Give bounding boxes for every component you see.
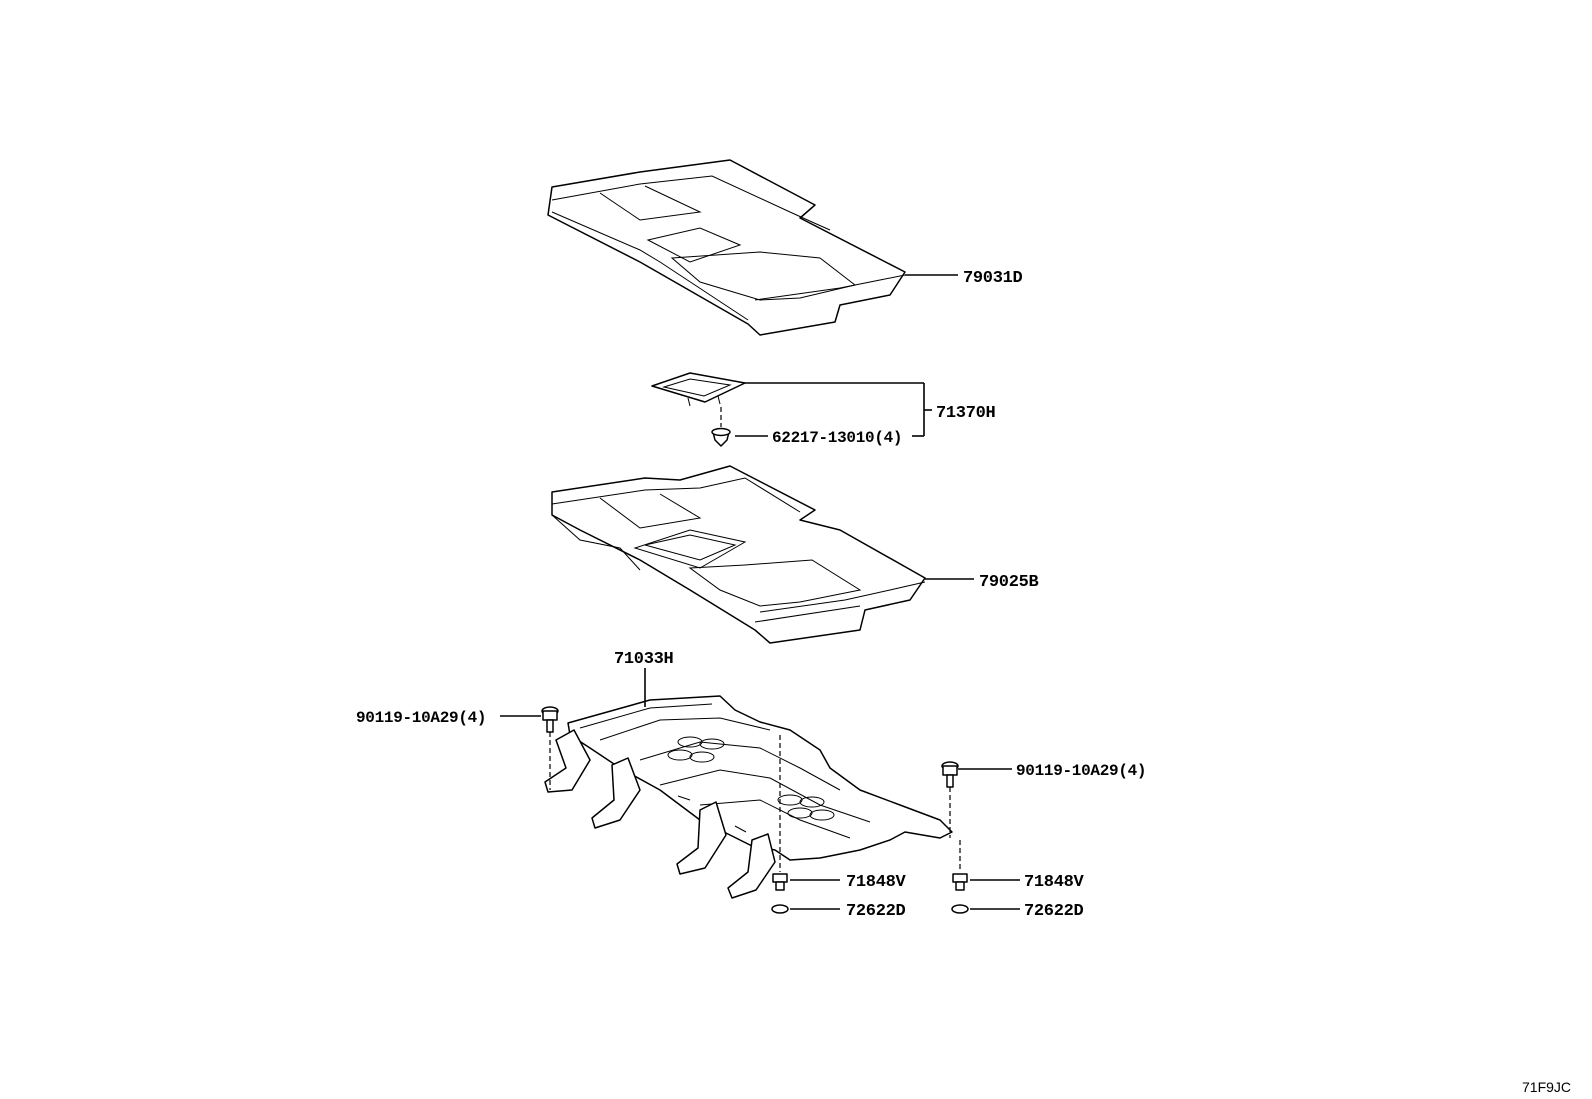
part-label-72622d-right[interactable]: 72622D <box>1024 902 1084 921</box>
seat-cushion-pad-illustration <box>551 465 926 644</box>
part-label-72622d-left[interactable]: 72622D <box>846 902 906 921</box>
part-label-71370h[interactable]: 71370H <box>936 404 996 423</box>
part-label-71848v-left[interactable]: 71848V <box>846 873 907 892</box>
part-label-71033h[interactable]: 71033H <box>614 650 674 669</box>
seat-frame-illustration <box>544 695 953 899</box>
part-label-62217-13010[interactable]: 62217-13010(4) <box>772 429 903 447</box>
part-label-90119-10a29-right[interactable]: 90119-10A29(4) <box>1016 762 1147 780</box>
bolt-right-illustration <box>941 761 959 838</box>
cup-holder-lid-illustration <box>651 372 746 407</box>
illustration-code: 71F9JC <box>1522 1079 1571 1095</box>
stopper-left-illustration <box>771 735 789 914</box>
part-label-79025b[interactable]: 79025B <box>979 573 1039 592</box>
part-label-71848v-right[interactable]: 71848V <box>1024 873 1085 892</box>
seat-cushion-cover-illustration <box>547 159 906 336</box>
clip-illustration <box>711 407 731 447</box>
stopper-right-illustration <box>951 840 969 914</box>
part-label-79031d[interactable]: 79031D <box>963 269 1023 288</box>
part-label-90119-10a29-left[interactable]: 90119-10A29(4) <box>356 709 487 727</box>
bolt-left-illustration <box>541 706 559 790</box>
